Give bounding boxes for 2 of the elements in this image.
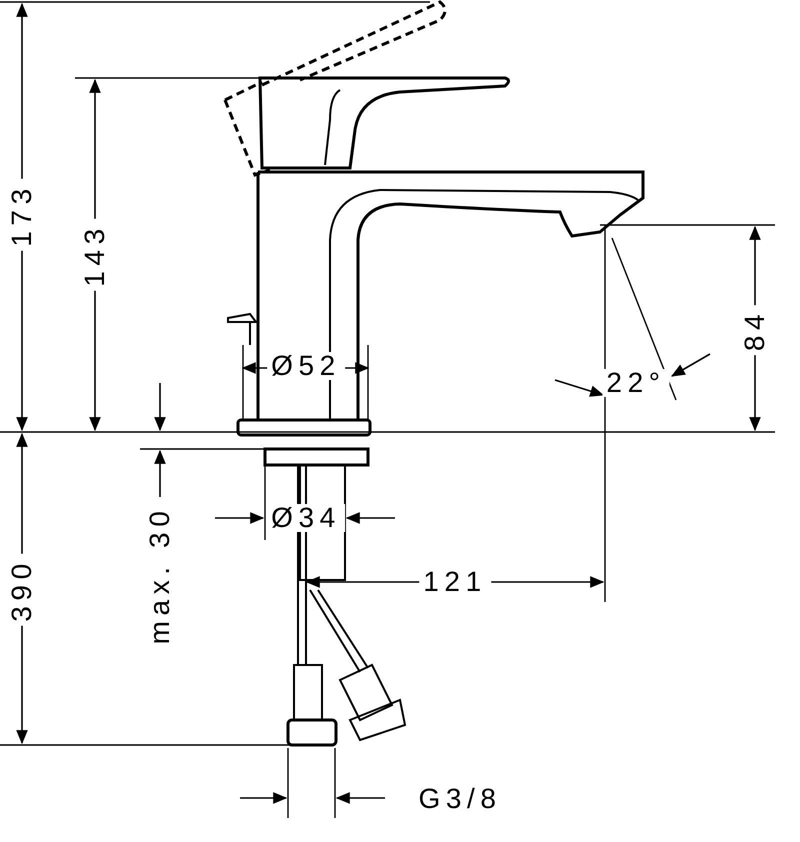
dimension-label: Ø52 <box>267 352 345 380</box>
dimension-label: 22° <box>602 369 670 397</box>
